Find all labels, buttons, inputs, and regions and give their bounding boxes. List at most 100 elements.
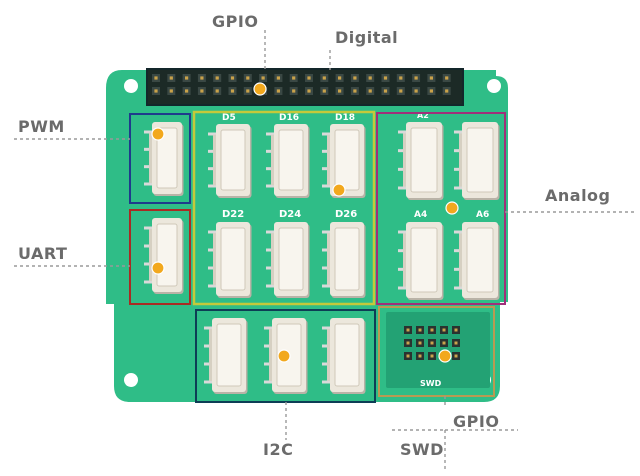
gpio-pin-tip <box>445 76 449 80</box>
callout-gpio-top: GPIO <box>212 12 258 31</box>
gpio-pin-tip <box>399 89 403 93</box>
gpio-pin-tip <box>215 89 219 93</box>
analog-highlight-box <box>376 112 506 305</box>
swd-pin-tip <box>418 354 422 358</box>
grove-socket-a2 <box>454 122 500 200</box>
grove-socket-i2c-1 <box>204 318 248 394</box>
grove-socket-d26 <box>322 222 366 298</box>
swd-block: SWD <box>386 312 490 388</box>
label-d24: D24 <box>279 209 301 220</box>
gpio-pin-tip <box>154 76 158 80</box>
grove-socket-uart <box>144 218 184 294</box>
group-marker-dot <box>445 201 459 215</box>
grove-socket-d16 <box>266 124 310 198</box>
gpio-pin-tip <box>246 76 250 80</box>
gpio-pin-tip <box>429 89 433 93</box>
callout-uart: UART <box>18 244 67 263</box>
callout-lines <box>14 30 636 470</box>
grove-socket-a4 <box>398 222 444 300</box>
gpio-pin-tip <box>307 89 311 93</box>
swd-pin-tip <box>442 328 446 332</box>
gpio-pin-tip <box>368 76 372 80</box>
group-marker-dot <box>438 349 452 363</box>
swd-pin-tip <box>442 341 446 345</box>
gpio-pin-tip <box>292 89 296 93</box>
gpio-pin-tip <box>414 76 418 80</box>
pwm-highlight-box <box>129 113 191 204</box>
callout-gpio-bottom: GPIO <box>453 412 499 431</box>
swd-highlight-box <box>378 306 495 397</box>
label-a4: A4 <box>414 210 427 220</box>
swd-pin-tip <box>406 341 410 345</box>
grove-connectors <box>144 122 500 394</box>
gpio-pin-tip <box>338 76 342 80</box>
swd-pin-tip <box>406 354 410 358</box>
label-d5: D5 <box>222 113 236 123</box>
swd-pin-tip <box>418 341 422 345</box>
gpio-pin-tip <box>414 89 418 93</box>
gpio-pin-tip <box>368 89 372 93</box>
label-swd: SWD <box>420 379 442 388</box>
swd-pin-tip <box>406 328 410 332</box>
gpio-pin-tip <box>322 76 326 80</box>
gpio-header-highlight-box <box>146 68 464 106</box>
gpio-pin-tip <box>307 76 311 80</box>
gpio-pin-tip <box>230 89 235 93</box>
gpio-pin-tip <box>353 89 357 93</box>
grove-socket-a6 <box>454 222 500 300</box>
gpio-pin-tip <box>338 89 342 93</box>
callout-pwm: PWM <box>18 117 65 136</box>
grove-socket-d22 <box>208 222 252 298</box>
group-marker-dot <box>151 127 165 141</box>
label-d22: D22 <box>222 209 244 220</box>
grove-socket-d5 <box>208 124 252 198</box>
group-marker-dot <box>277 349 291 363</box>
mounting-hole-bottom-left <box>124 373 138 387</box>
grove-socket-a0 <box>398 122 444 200</box>
gpio-pin-tip <box>383 76 388 80</box>
label-a2: A2 <box>417 111 429 120</box>
swd-pin-tip <box>454 341 458 345</box>
mounting-hole-top-left <box>124 79 138 93</box>
label-d16: D16 <box>279 113 299 123</box>
gpio-pin-tip <box>230 76 235 80</box>
swd-pin-tip <box>430 328 434 332</box>
group-marker-dot <box>151 261 165 275</box>
callout-i2c: I2C <box>263 440 293 459</box>
swd-pin-tip <box>430 341 434 345</box>
gpio-pin-tip <box>185 76 189 80</box>
swd-pin-tip <box>454 354 458 358</box>
gpio-pin-tip <box>292 76 296 80</box>
swd-pin-tip <box>454 328 458 332</box>
gpio-pin-tip <box>399 76 403 80</box>
uart-highlight-box <box>129 209 191 305</box>
mounting-hole-top-right <box>487 79 501 93</box>
grove-socket-pwm <box>144 122 184 196</box>
grove-socket-i2c-3 <box>322 318 366 394</box>
gpio-pin-tip <box>276 89 280 93</box>
group-marker-dot <box>253 82 267 96</box>
group-markers <box>151 82 459 363</box>
gpio-pin-tip <box>215 76 219 80</box>
gpio-pin-tip <box>322 89 326 93</box>
callout-digital: Digital <box>335 28 398 47</box>
callout-swd: SWD <box>400 440 444 459</box>
label-a6: A6 <box>476 210 489 220</box>
gpio-pin-tip <box>200 76 204 80</box>
swd-pin-tip <box>430 354 434 358</box>
gpio-pin-tip <box>261 76 265 80</box>
gpio-pin-tip <box>200 89 204 93</box>
gpio-pin-tip <box>185 89 189 93</box>
gpio-pin-tip <box>154 89 158 93</box>
gpio-pin-tip <box>383 89 388 93</box>
grove-socket-d24 <box>266 222 310 298</box>
gpio-pin-tip <box>169 89 173 93</box>
label-d18: D18 <box>335 113 355 123</box>
label-d26: D26 <box>335 209 357 220</box>
gpio-pin-tip <box>246 89 250 93</box>
gpio-pin-tip <box>169 76 173 80</box>
gpio-pin-tip <box>445 89 449 93</box>
callout-analog: Analog <box>545 186 611 205</box>
